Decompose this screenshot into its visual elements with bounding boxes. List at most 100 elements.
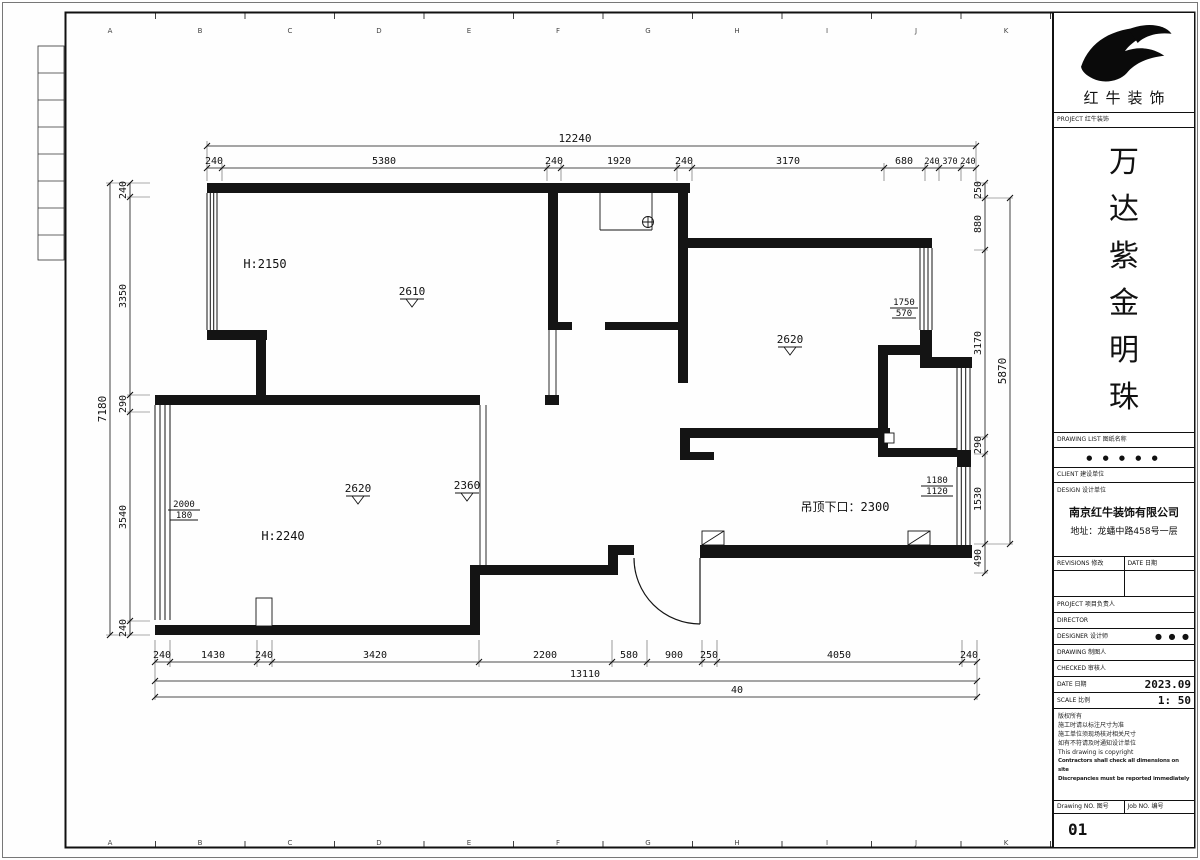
ruler-letter: A <box>108 839 113 847</box>
client-label: CLIENT 建设单位 <box>1054 468 1194 483</box>
ruler-letter: E <box>467 839 471 847</box>
stacked-dim-label: 1180 <box>926 476 948 486</box>
ruler-letter: G <box>645 27 650 35</box>
dim-label: 3350 <box>118 284 129 308</box>
dim-label: 3540 <box>118 505 129 529</box>
ruler-letter: D <box>376 27 381 35</box>
level-symbols <box>346 298 802 505</box>
ruler-letter: H <box>734 27 739 35</box>
dimension-labels: 12240 240 5380 240 1920 240 3170 680 240… <box>96 132 1009 696</box>
ruler-letters-bottom: A B C D E F G H I J K <box>108 839 1009 847</box>
copyright-line: 版权所有 <box>1058 713 1083 720</box>
checked-row: CHECKED 审核人 <box>1054 661 1194 677</box>
level-label: 2620 <box>345 482 372 495</box>
dim-label: 290 <box>118 395 129 413</box>
dim-label: 1430 <box>201 650 225 661</box>
dim-label: 240 <box>545 156 563 167</box>
stacked-dim-label: 1120 <box>926 487 948 497</box>
red-bull-logo-icon <box>1081 25 1172 82</box>
ruler-letter: F <box>556 839 560 847</box>
copyright-line: 施工单位须现场核对相关尺寸 <box>1058 731 1137 738</box>
project-leader-label: PROJECT 项目负责人 <box>1057 601 1115 608</box>
revisions-label: REVISIONS 修改 <box>1054 557 1125 570</box>
drawing-list-label: DRAWING LIST 图纸名称 <box>1054 433 1194 448</box>
copyright-line: 如有不符请及时通知设计单位 <box>1058 740 1137 747</box>
partition-lines <box>479 405 487 565</box>
scale-row: SCALE 比例 1: 50 <box>1054 693 1194 709</box>
level-label: 2360 <box>454 479 481 492</box>
door-swing <box>633 557 701 625</box>
ruler-letter: I <box>826 27 828 35</box>
level-label: 2610 <box>399 285 426 298</box>
dim-label: 240 <box>960 157 975 167</box>
ruler-letter: G <box>645 839 650 847</box>
project-title-char: 紫 <box>1109 239 1139 274</box>
ceiling-fixture-cross <box>642 216 654 228</box>
plan-details <box>168 193 953 627</box>
dim-label: 5380 <box>372 156 396 167</box>
extension-lines <box>106 141 1013 700</box>
project-leader-row: PROJECT 项目负责人 <box>1054 597 1194 613</box>
copyright-section: 版权所有 施工时请以标注尺寸为准 施工单位须现场核对相关尺寸 如有不符请及时通知… <box>1054 709 1194 801</box>
dim-extra-bottom: 40 <box>731 685 743 696</box>
ruler-letters-top: A B C D E F G H I J K <box>108 27 1009 35</box>
dim-label: 240 <box>675 156 693 167</box>
copyright-line: 施工时请以标注尺寸为准 <box>1058 722 1125 729</box>
drawing-number-section: Drawing NO. 图号 Job NO. 编号 01 <box>1054 801 1194 847</box>
windows <box>154 193 971 620</box>
stacked-dim-label: 1750 <box>893 298 915 308</box>
drawing-number-labels: Drawing NO. 图号 Job NO. 编号 <box>1054 801 1194 814</box>
dim-label: 240 <box>153 650 171 661</box>
dim-total-left: 7180 <box>96 396 109 423</box>
company-name: 红牛装饰 <box>1083 89 1172 107</box>
revisions-empty-row <box>1054 571 1194 597</box>
dim-label: 240 <box>118 619 129 637</box>
revision-strip <box>37 45 65 261</box>
ruler-letter: D <box>376 839 381 847</box>
dim-label: 240 <box>118 181 129 199</box>
project-title-char: 万 <box>1109 145 1139 180</box>
level-label: 2620 <box>777 333 804 346</box>
ruler-letter: I <box>826 839 828 847</box>
dimension-lines <box>106 142 1014 701</box>
project-title-char: 明 <box>1109 333 1139 368</box>
project-title-char: 珠 <box>1109 380 1139 415</box>
project-title-char: 达 <box>1109 192 1139 227</box>
director-label: DIRECTOR <box>1057 617 1089 624</box>
room-labels: H:2150 2610 2620 1750 570 2620 2360 H:22… <box>173 257 948 543</box>
drawing-frame <box>64 11 1196 849</box>
ceiling-note: 吊顶下口：2300 <box>801 500 890 514</box>
ruler-letter: E <box>467 27 471 35</box>
director-row: DIRECTOR <box>1054 613 1194 629</box>
door-frame-notch <box>255 597 273 627</box>
date-column-label: DATE 日期 <box>1127 560 1158 567</box>
scale-value: 1: 50 <box>1157 694 1191 707</box>
ruler-letter: J <box>914 839 917 847</box>
dim-label: 4050 <box>827 650 851 661</box>
revisions-header-row: REVISIONS 修改 DATE 日期 <box>1054 557 1194 571</box>
stacked-dim-label: 2000 <box>173 500 195 510</box>
dim-label: 580 <box>620 650 638 661</box>
job-no-label: Job NO. 编号 <box>1127 803 1164 810</box>
design-firm-section: DESIGN 设计单位 南京红牛装饰有限公司 地址：龙蟠中路458号一层 <box>1054 483 1194 557</box>
dim-total-top: 12240 <box>558 132 591 145</box>
stacked-dim-underlines <box>168 307 953 521</box>
shaft-niche <box>599 193 653 231</box>
drawing-no-label: Drawing NO. 图号 <box>1054 801 1125 813</box>
drawing-row: DRAWING 制图人 <box>1054 645 1194 661</box>
ruler-letter: K <box>1004 27 1009 35</box>
door-arc <box>633 557 701 625</box>
dim-label: 240 <box>960 650 978 661</box>
dim-label: 880 <box>973 215 984 233</box>
ruler-letter: B <box>198 839 203 847</box>
dim-total-bottom: 13110 <box>570 669 600 680</box>
dim-total-right: 5870 <box>996 358 1009 385</box>
dim-label: 240 <box>924 157 939 167</box>
dim-label: 2200 <box>533 650 557 661</box>
ruler-letter: H <box>734 839 739 847</box>
cased-opening <box>548 330 557 395</box>
wall-marker-box <box>883 432 895 444</box>
dim-label: 370 <box>942 157 957 167</box>
dim-label: 900 <box>665 650 683 661</box>
